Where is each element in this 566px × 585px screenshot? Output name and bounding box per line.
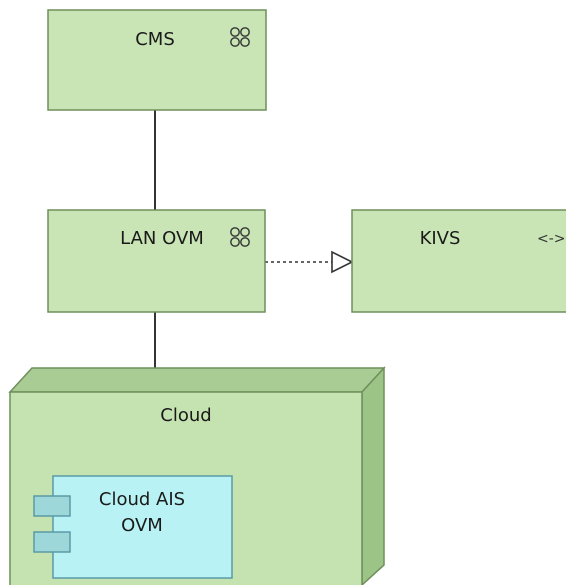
node-lan-ovm[interactable]: LAN OVM <box>47 209 266 313</box>
component-icon-tab-bottom <box>33 531 71 553</box>
node-kivs[interactable]: KIVS <-> <box>351 209 566 313</box>
node-cloud[interactable]: Cloud Cloud AIS OVM <box>8 366 386 585</box>
node-lan-ovm-box <box>47 209 266 313</box>
cloud-side-face <box>361 366 385 585</box>
node-cms[interactable]: CMS <box>47 9 267 111</box>
node-lan-ovm-label: LAN OVM <box>120 228 204 249</box>
component-cloud-ais-ovm[interactable]: Cloud AIS OVM <box>33 475 233 579</box>
network-icon <box>230 227 250 247</box>
node-kivs-label: KIVS <box>420 228 461 249</box>
bidirectional-arrow-icon: <-> <box>537 231 566 247</box>
node-cms-box <box>47 9 267 111</box>
node-cloud-label: Cloud <box>160 405 211 426</box>
node-cms-label: CMS <box>135 29 175 50</box>
component-cloud-ais-label-line2: OVM <box>121 515 163 536</box>
realization-arrowhead <box>331 250 354 274</box>
cloud-top-face <box>8 367 386 393</box>
component-cloud-ais-box <box>52 475 233 579</box>
component-cloud-ais-label-line1: Cloud AIS <box>99 489 185 510</box>
node-kivs-box <box>351 209 566 313</box>
component-icon-tab-top <box>33 495 71 517</box>
network-icon <box>230 27 250 47</box>
